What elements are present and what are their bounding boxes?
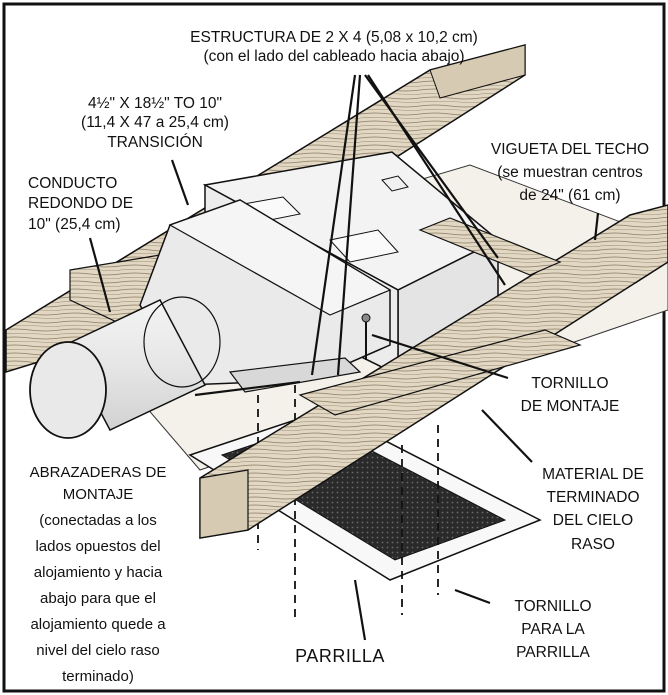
- label-vigueta: VIGUETA DEL TECHO (se muestran centros d…: [491, 141, 649, 204]
- label-abrazaderas-line4: lados opuestos del: [35, 538, 160, 555]
- label-abrazaderas-line1: ABRAZADERAS DE: [30, 464, 167, 481]
- label-material-line1: MATERIAL DE: [542, 466, 644, 483]
- duct-opening: [29, 341, 107, 439]
- round-duct: [29, 296, 221, 439]
- label-transicion-line1: 4½" X 18½" TO 10": [88, 95, 222, 112]
- mounting-screw: [361, 313, 371, 360]
- label-tornillo-montaje-line1: TORNILLO: [531, 375, 608, 392]
- wiring-cover: [381, 175, 409, 192]
- label-conducto-line3: 10" (25,4 cm): [28, 216, 121, 233]
- label-transicion-line2: (11,4 X 47 a 25,4 cm): [81, 114, 229, 131]
- label-abrazaderas-line6: abajo para que el: [40, 590, 156, 607]
- label-tornillo-parrilla-line2: PARA LA: [521, 621, 585, 638]
- leader-lines: [88, 74, 600, 641]
- duct-transition: [139, 199, 392, 386]
- label-material-line3: DEL CIELO: [553, 512, 633, 529]
- label-transicion: 4½" X 18½" TO 10" (11,4 X 47 a 25,4 cm) …: [81, 95, 229, 151]
- label-abrazaderas-line2: MONTAJE: [63, 486, 134, 503]
- label-abrazaderas-line3: (conectadas a los: [39, 512, 157, 529]
- label-conducto-line2: REDONDO DE: [28, 195, 133, 212]
- label-conducto: CONDUCTO REDONDO DE 10" (25,4 cm): [28, 175, 133, 233]
- label-vigueta-line3: de 24" (61 cm): [519, 187, 620, 204]
- label-estructura-line2: (con el lado del cableado hacia abajo): [203, 48, 464, 65]
- label-estructura: ESTRUCTURA DE 2 X 4 (5,08 x 10,2 cm) (co…: [190, 29, 478, 65]
- label-abrazaderas-line8: nivel del cielo raso: [36, 642, 159, 659]
- label-conducto-line1: CONDUCTO: [28, 175, 117, 192]
- label-material-line4: RASO: [571, 536, 615, 553]
- label-vigueta-line1: VIGUETA DEL TECHO: [491, 141, 649, 158]
- label-estructura-line1: ESTRUCTURA DE 2 X 4 (5,08 x 10,2 cm): [190, 29, 478, 46]
- label-material-line2: TERMINADO: [547, 489, 640, 506]
- label-abrazaderas-line9: terminado): [62, 668, 134, 685]
- label-vigueta-line2: (se muestran centros: [497, 164, 643, 181]
- label-abrazaderas-line5: alojamiento y hacia: [34, 564, 163, 581]
- label-tornillo-montaje: TORNILLO DE MONTAJE: [521, 375, 620, 415]
- mounting-bracket: [228, 357, 362, 393]
- label-parrilla-text: PARRILLA: [295, 646, 385, 666]
- label-tornillo-parrilla-line1: TORNILLO: [514, 598, 591, 615]
- label-tornillo-parrilla: TORNILLO PARA LA PARRILLA: [514, 598, 591, 661]
- label-parrilla: PARRILLA: [295, 646, 385, 666]
- label-abrazaderas: ABRAZADERAS DE MONTAJE (conectadas a los…: [30, 464, 167, 685]
- label-tornillo-parrilla-line3: PARRILLA: [516, 644, 590, 661]
- label-material: MATERIAL DE TERMINADO DEL CIELO RASO: [542, 466, 644, 553]
- label-transicion-line3: TRANSICIÓN: [107, 134, 203, 151]
- label-abrazaderas-line7: alojamiento quede a: [30, 616, 166, 633]
- label-tornillo-montaje-line2: DE MONTAJE: [521, 398, 620, 415]
